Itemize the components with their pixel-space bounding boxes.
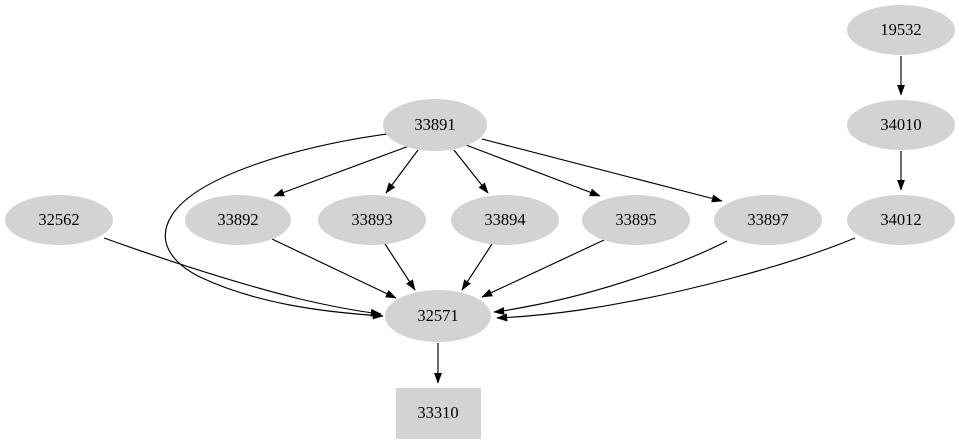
node-shape-ellipse[interactable]: [318, 195, 426, 245]
node-33897[interactable]: 33897: [714, 195, 822, 245]
node-33894[interactable]: 33894: [451, 195, 559, 245]
node-34010[interactable]: 34010: [847, 100, 955, 150]
node-19532[interactable]: 19532: [847, 5, 955, 55]
edge-33891-to-33892: [273, 145, 410, 197]
edge-33895-to-32571: [481, 239, 605, 298]
edge-33891-to-33894: [453, 149, 489, 194]
node-33893[interactable]: 33893: [318, 195, 426, 245]
edge-33891-to-32571: [164, 133, 388, 320]
edge-33891-to-33895: [465, 144, 601, 197]
node-32562[interactable]: 32562: [5, 195, 113, 245]
node-shape-ellipse[interactable]: [185, 195, 291, 245]
node-33895[interactable]: 33895: [582, 195, 690, 245]
node-33892[interactable]: 33892: [185, 195, 291, 245]
node-shape-box[interactable]: [396, 388, 481, 439]
edge-33893-to-32571: [384, 243, 416, 291]
node-shape-ellipse[interactable]: [5, 195, 113, 245]
node-shape-ellipse[interactable]: [847, 100, 955, 150]
node-34012[interactable]: 34012: [847, 195, 955, 245]
edge-34012-to-32571: [496, 237, 856, 322]
edge-33891-to-33893: [385, 149, 419, 194]
edge-33891-to-33897: [481, 138, 723, 203]
node-32571[interactable]: 32571: [385, 290, 491, 342]
edge-32562-to-32571: [103, 237, 382, 317]
edge-33897-to-32571: [493, 240, 728, 316]
edge-33892-to-32571: [271, 238, 397, 299]
nodes-layer: 19532 34010 34012 33891 32562 33892: [5, 5, 955, 439]
node-shape-ellipse[interactable]: [451, 195, 559, 245]
node-33891[interactable]: 33891: [383, 99, 487, 151]
node-shape-ellipse[interactable]: [385, 290, 491, 342]
node-33310[interactable]: 33310: [396, 388, 481, 439]
node-shape-ellipse[interactable]: [714, 195, 822, 245]
node-shape-ellipse[interactable]: [847, 195, 955, 245]
node-shape-ellipse[interactable]: [383, 99, 487, 151]
edges-layer: [103, 56, 905, 384]
edge-33894-to-32571: [461, 243, 493, 291]
node-shape-ellipse[interactable]: [582, 195, 690, 245]
node-shape-ellipse[interactable]: [847, 5, 955, 55]
